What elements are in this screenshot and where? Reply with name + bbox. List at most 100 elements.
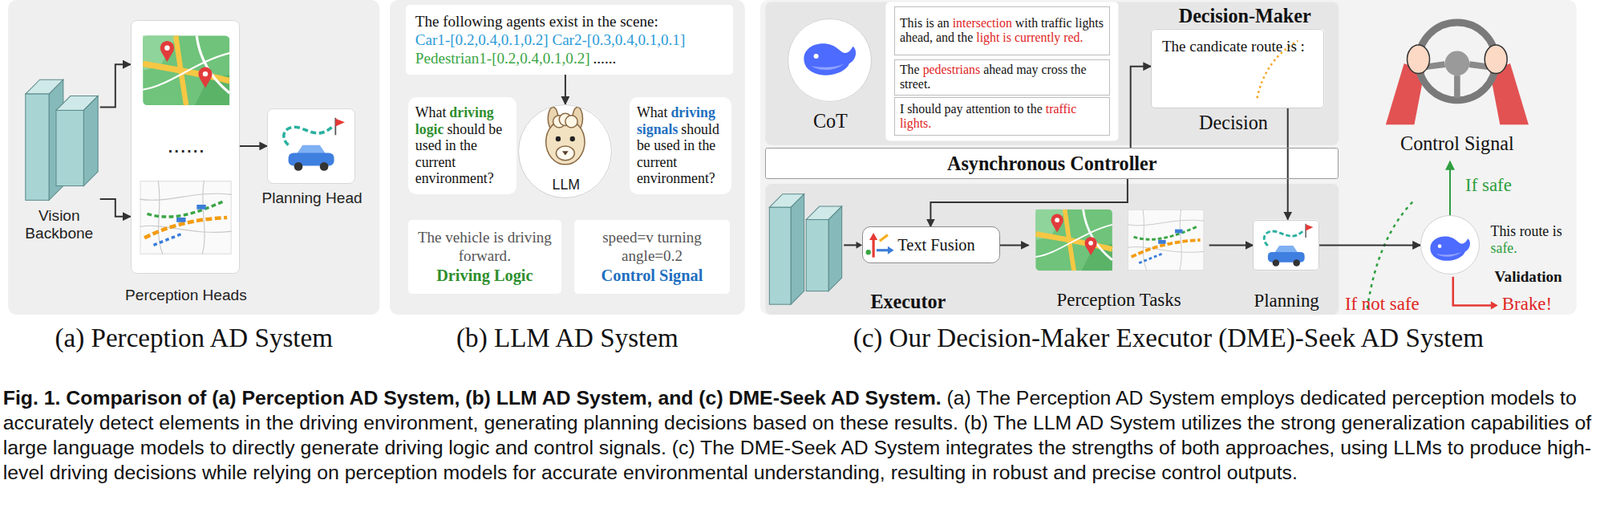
label-text: (a) Perception AD System	[55, 323, 333, 353]
text-group: CoT	[778, 109, 884, 133]
cot-step-box: I should pay attention to the traffic li…	[894, 97, 1111, 136]
text-group: Decision-Maker	[1158, 4, 1332, 28]
panel: (a) Perception AD SystemVision Backbone.…	[8, 0, 380, 315]
label-text: What	[636, 104, 669, 121]
text-group: What driving logic should be used in the…	[408, 97, 517, 195]
cot-circle: CoT	[787, 18, 871, 102]
cot-step-box: This is an intersection with traffic lig…	[894, 6, 1111, 56]
cot-step-box: The pedestrians ahead may cross the stre…	[894, 59, 1111, 96]
caption-title: Fig. 1. Comparison of (a) Perception AD …	[3, 386, 942, 409]
figure-caption: Fig. 1. Comparison of (a) Perception AD …	[3, 384, 1597, 486]
connector-arrow	[564, 74, 567, 105]
llm-circle: LLM	[518, 104, 612, 199]
connector-arrow	[100, 198, 131, 217]
perception-tasks: Perception Tasks	[1028, 206, 1209, 272]
label-text: Asynchronous Controller	[947, 152, 1158, 175]
agent-list-box: The following agents exist in the scene:…	[405, 4, 733, 75]
text-flow: The pedestrians ahead may cross the stre…	[899, 62, 1105, 92]
text-flow: Text Fusion	[897, 234, 993, 255]
perception-heads-box: ......Perception Heads	[130, 20, 240, 274]
connector-arrow	[1319, 243, 1421, 246]
label-text: Planning Head	[261, 189, 362, 207]
output-box: The vehicle is driving forward.Driving L…	[408, 219, 562, 295]
llama-icon	[546, 107, 585, 165]
control-signal: Control Signal	[1379, 15, 1535, 162]
panel-background	[760, 0, 1577, 315]
label-text: ......	[167, 132, 206, 158]
text-group: I should pay attention to the traffic li…	[895, 97, 1110, 135]
connector-arrow	[1449, 161, 1451, 216]
text-group: Perception Tasks	[1023, 288, 1215, 311]
connector-arrow	[930, 178, 1128, 227]
text-flow: The vehicle is driving forward.Driving L…	[416, 228, 554, 285]
fusion-icon	[866, 232, 895, 258]
whale-icon	[1429, 236, 1471, 261]
connector-arrow	[1209, 243, 1254, 246]
text-group: The candicate route is :	[1162, 37, 1321, 57]
text-flow: speed=v turning angle=0.2Control Signal	[582, 228, 722, 285]
label-text: Vision Backbone	[24, 206, 94, 242]
text-flow: The following agents exist in the scene:…	[415, 12, 724, 69]
text-flow: This is an intersection with traffic lig…	[899, 16, 1105, 45]
label-text: Perception Tasks	[1057, 289, 1182, 310]
text-group: Text Fusion	[862, 226, 1000, 263]
whale-icon	[803, 43, 856, 76]
label-text: Driving Logic	[416, 265, 554, 285]
text-group: The vehicle is driving forward.Driving L…	[408, 219, 562, 295]
map-icon	[1035, 209, 1112, 271]
panel: (b) LLM AD SystemThe following agents ex…	[389, 0, 746, 315]
text-group: This is an intersection with traffic lig…	[895, 7, 1110, 55]
connector-arrow	[1000, 243, 1029, 246]
text-group: speed=v turning angle=0.2Control Signal	[574, 219, 730, 295]
box-fill	[130, 20, 240, 274]
road-scene-icon	[139, 180, 232, 255]
cot-container	[885, 2, 1118, 142]
candidate-route	[1367, 199, 1415, 308]
label-text: I should pay attention to the	[899, 101, 1043, 116]
connector-arrow	[100, 64, 131, 107]
text-group: The pedestrians ahead may cross the stre…	[895, 60, 1110, 95]
road-scene-icon	[1127, 209, 1204, 271]
edge-label: If safe	[1465, 174, 1512, 196]
text-group: Validation	[1482, 267, 1575, 287]
box-fill	[862, 226, 1001, 264]
decision-maker-region: Decision-MakerCoT This is an intersection…	[765, 2, 1339, 146]
executor-region: ExecutorText FusionPerception TasksPlann…	[765, 183, 1339, 315]
label-text: Control Signal	[582, 265, 722, 285]
box-fill	[1252, 219, 1320, 272]
map-icon	[142, 36, 230, 106]
text-group: Executor	[851, 289, 965, 313]
label-text: Validation	[1494, 267, 1563, 285]
brake-arrow	[1453, 276, 1499, 310]
label-text: The candicate route is :	[1162, 37, 1305, 55]
region-background	[765, 2, 1339, 146]
box-fill	[765, 147, 1339, 179]
label-text: Car1-[0.2,0.4,0.1,0.2] Car2-[0.3,0.4,0.1…	[415, 30, 724, 49]
label-text: Text Fusion	[897, 235, 975, 254]
text-group: Control Signal	[1379, 131, 1535, 155]
box-fill	[1150, 28, 1325, 109]
label-text: What	[415, 104, 447, 121]
panel-background	[389, 0, 746, 315]
panel: (c) Our Decision-Maker Executor (DME)-Se…	[760, 0, 1577, 315]
planning-box: Planning	[1252, 219, 1320, 272]
label-text: Perception Heads	[125, 286, 248, 304]
car-icon	[283, 117, 345, 171]
question-bubble: What driving signals should be used in t…	[629, 97, 732, 195]
backbone-blocks	[25, 79, 98, 200]
text-group: (a) Perception AD System	[8, 322, 380, 355]
label-text: This route is	[1490, 222, 1563, 239]
text-flow: What driving logic should be used in the…	[415, 104, 510, 187]
text-group: (b) LLM AD System	[389, 322, 746, 355]
circle-fill	[518, 104, 612, 199]
label-text: Decision-Maker	[1178, 4, 1312, 27]
text-flow: I should pay attention to the traffic li…	[899, 101, 1105, 131]
output-box: speed=v turning angle=0.2Control Signal	[574, 219, 730, 295]
label-text: pedestrians	[923, 62, 981, 77]
label-text: Control Signal	[1400, 132, 1515, 154]
label-text: Planning	[1253, 290, 1319, 311]
connector-arrow	[1287, 108, 1289, 220]
text-group: Planning	[1230, 289, 1343, 312]
circle-fill	[1420, 214, 1480, 275]
